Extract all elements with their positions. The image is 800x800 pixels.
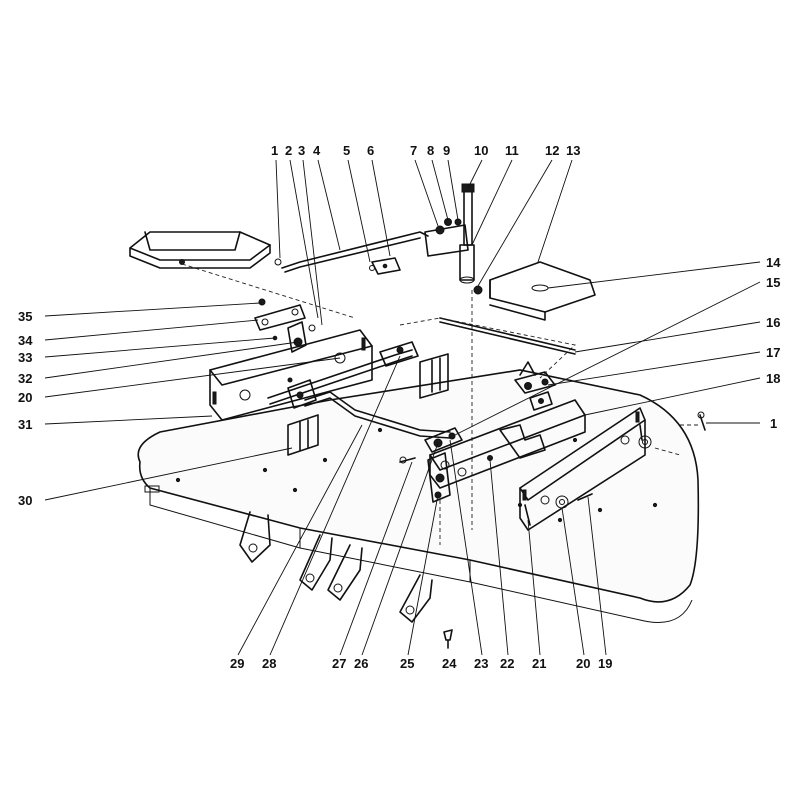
callout-23: 23 xyxy=(474,656,488,671)
callout-24: 24 xyxy=(442,656,457,671)
right-arm xyxy=(514,361,556,411)
callout-20-bottom: 20 xyxy=(576,656,590,671)
callout-5: 5 xyxy=(343,143,350,158)
callout-33: 33 xyxy=(18,350,32,365)
right-side-plate xyxy=(519,407,646,531)
callout-2: 2 xyxy=(285,143,292,158)
front-link xyxy=(399,427,493,545)
mower-deck xyxy=(137,369,700,623)
callout-26: 26 xyxy=(354,656,368,671)
callout-4: 4 xyxy=(313,143,321,158)
small-hardware xyxy=(443,411,706,649)
callout-35: 35 xyxy=(18,309,32,324)
callout-15: 15 xyxy=(766,275,780,290)
callout-22: 22 xyxy=(500,656,514,671)
callout-7: 7 xyxy=(410,143,417,158)
leader-lines xyxy=(44,159,761,656)
long-rod xyxy=(399,317,576,379)
callout-18: 18 xyxy=(766,371,780,386)
callout-6: 6 xyxy=(367,143,374,158)
callout-25: 25 xyxy=(400,656,414,671)
callout-9: 9 xyxy=(443,143,450,158)
callout-16: 16 xyxy=(766,315,780,330)
pivot-link xyxy=(254,298,316,353)
callout-30: 30 xyxy=(18,493,32,508)
callout-8: 8 xyxy=(427,143,434,158)
callout-13: 13 xyxy=(566,143,580,158)
callout-1: 1 xyxy=(271,143,278,158)
callout-12: 12 xyxy=(545,143,559,158)
left-cover-plate xyxy=(129,231,356,319)
callout-1-right: 1 xyxy=(770,416,777,431)
control-rod xyxy=(274,231,429,275)
callout-labels: 1 2 3 4 5 6 7 8 9 10 11 12 13 14 15 16 1… xyxy=(18,143,781,671)
callout-14: 14 xyxy=(766,255,781,270)
callout-17: 17 xyxy=(766,345,780,360)
callout-21: 21 xyxy=(532,656,546,671)
callout-28: 28 xyxy=(262,656,276,671)
callout-32: 32 xyxy=(18,371,32,386)
callout-11: 11 xyxy=(505,143,519,158)
callout-20-left: 20 xyxy=(18,390,32,405)
callout-34: 34 xyxy=(18,333,33,348)
deck-hanger-brackets xyxy=(239,511,433,623)
callout-19: 19 xyxy=(598,656,612,671)
spring-brackets xyxy=(287,353,449,456)
callout-29: 29 xyxy=(230,656,244,671)
callout-27: 27 xyxy=(332,656,346,671)
cross-shaft xyxy=(267,341,451,439)
callout-31: 31 xyxy=(18,417,32,432)
callout-3: 3 xyxy=(298,143,305,158)
right-cover-plate xyxy=(489,261,596,321)
callout-10: 10 xyxy=(474,143,488,158)
